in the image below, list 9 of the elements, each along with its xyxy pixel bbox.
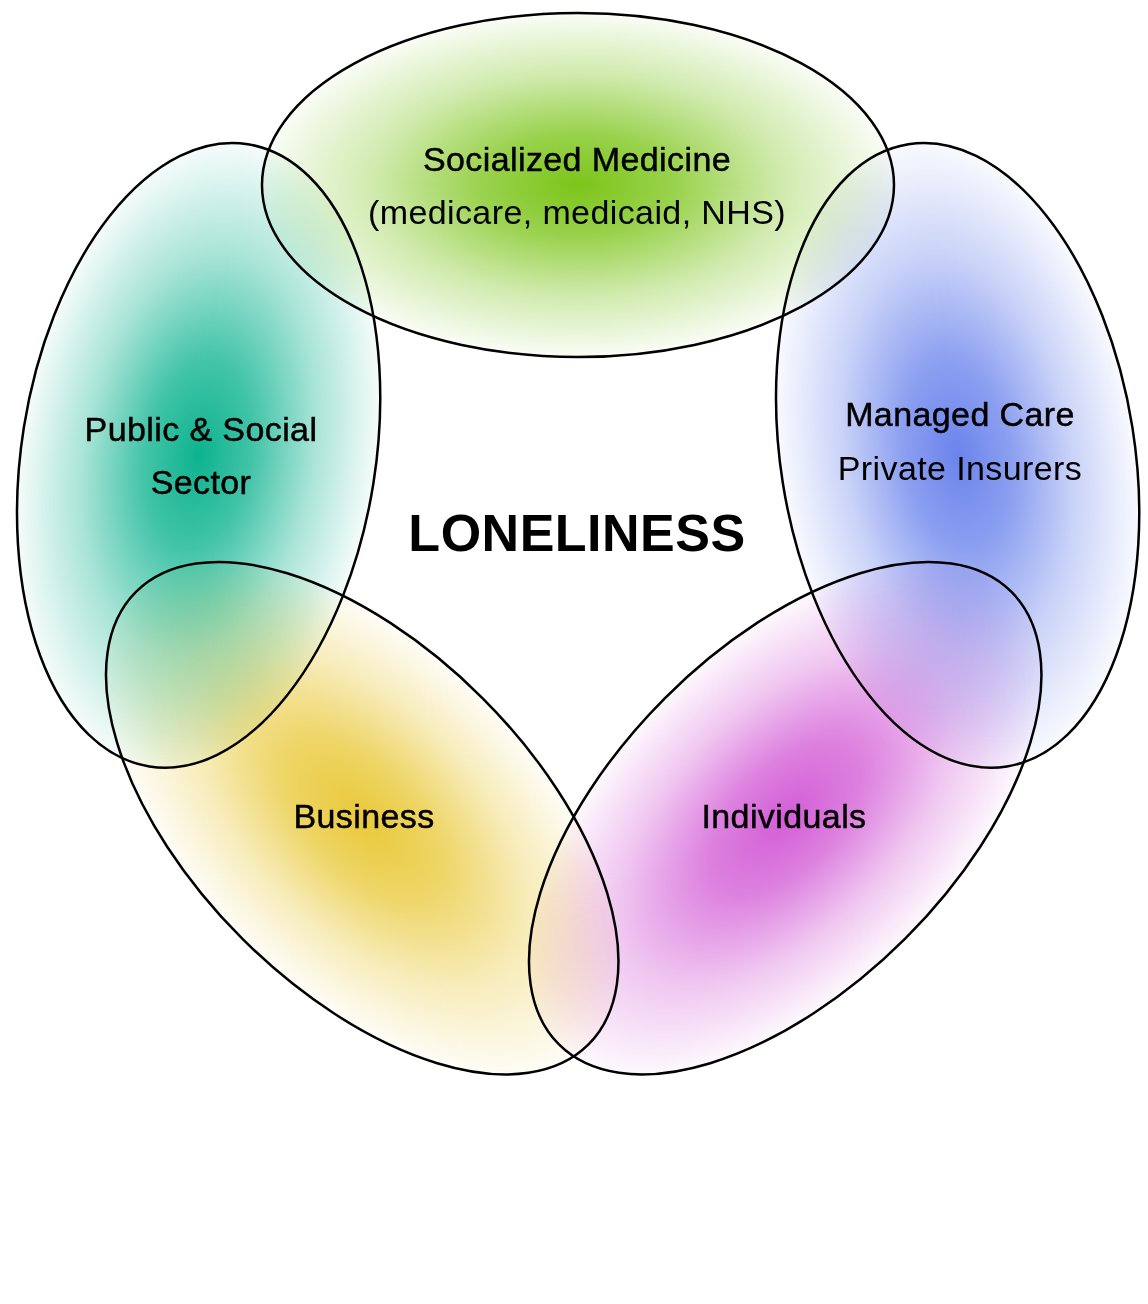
ellipse-title: Business <box>293 795 435 837</box>
gradient-ellipse <box>528 561 1042 1075</box>
ellipse-title: Individuals <box>701 795 867 837</box>
ellipse-title: Socialized Medicine <box>422 138 732 180</box>
ellipse-subtitle: (medicare, medicaid, NHS) <box>367 191 787 233</box>
ellipse-title: Managed Care <box>845 393 1075 435</box>
ellipse-title: Public & Social Sector <box>83 409 319 503</box>
ellipse-subtitle: Private Insurers <box>837 447 1083 489</box>
center-title: LONELINESS <box>408 503 746 563</box>
